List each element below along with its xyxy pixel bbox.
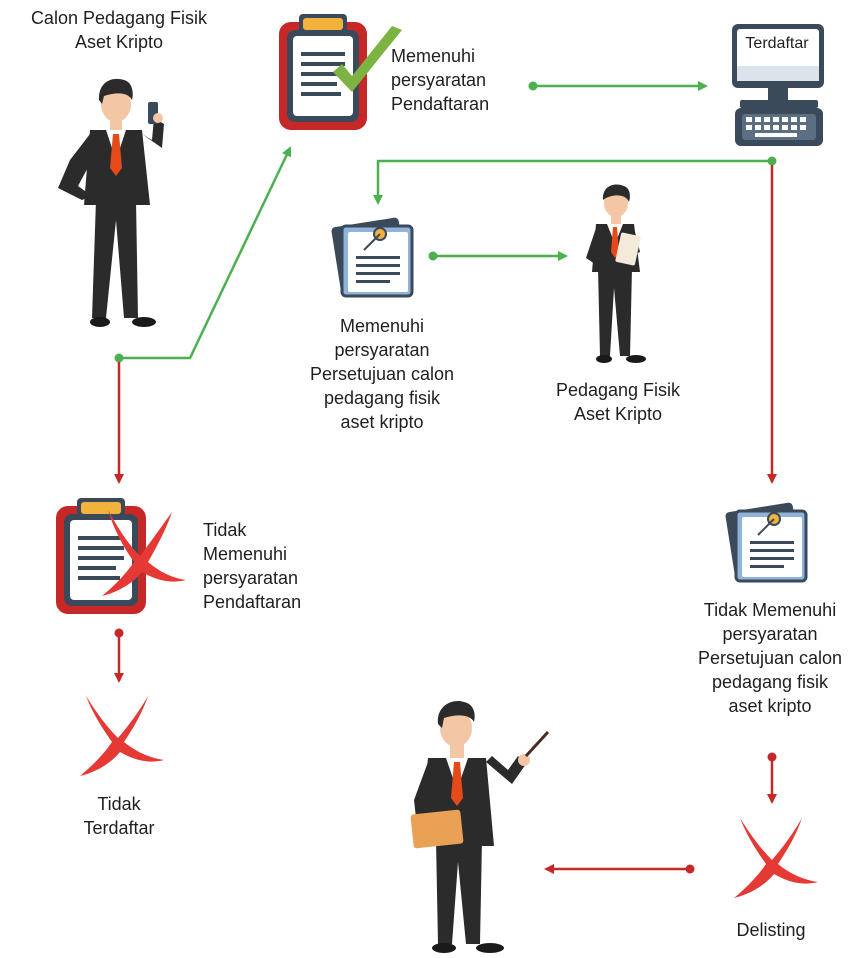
connector-dot: [114, 353, 124, 363]
delisting-label: Delisting: [736, 920, 806, 940]
connector-dot: [428, 251, 438, 261]
connector-dot: [767, 156, 777, 166]
meets-approval-label: Memenuhi persyaratan Persetujuan calon p…: [309, 316, 455, 432]
connector-dot: [767, 752, 777, 762]
arrow-candidate-to-registration: [119, 146, 292, 360]
fails-approval-label: Tidak Memenuhi persyaratan Persetujuan c…: [697, 600, 843, 716]
document-pin-icon: [331, 217, 414, 298]
red-x-icon: [80, 696, 164, 776]
fails-registration-label: Tidak Memenuhi persyaratan Pendaftaran: [203, 520, 302, 612]
clipboard-check-icon: [279, 14, 402, 130]
meets-registration-label: Memenuhi persyaratan Pendaftaran: [391, 46, 490, 114]
trader-label: Pedagang Fisik Aset Kripto: [555, 380, 681, 424]
document-pin-icon: [725, 502, 808, 583]
computer-icon: [732, 24, 824, 146]
connectors: [114, 81, 777, 874]
not-registered-label: Tidak Terdaftar: [83, 794, 155, 838]
trader-person-icon: [586, 184, 646, 363]
arrow-terdaftar-to-approval: [373, 159, 772, 205]
red-x-icon: [734, 818, 818, 898]
terdaftar-screen-label: Terdaftar: [745, 35, 809, 52]
candidate-label: Calon Pedagang Fisik Aset Kripto: [30, 8, 208, 52]
connector-dot: [685, 864, 695, 874]
connector-dot: [114, 628, 124, 638]
clipboard-x-icon: [56, 498, 186, 614]
candidate-person-icon: [58, 78, 164, 327]
presenter-person-icon: [410, 700, 550, 953]
connector-dot: [528, 81, 538, 91]
